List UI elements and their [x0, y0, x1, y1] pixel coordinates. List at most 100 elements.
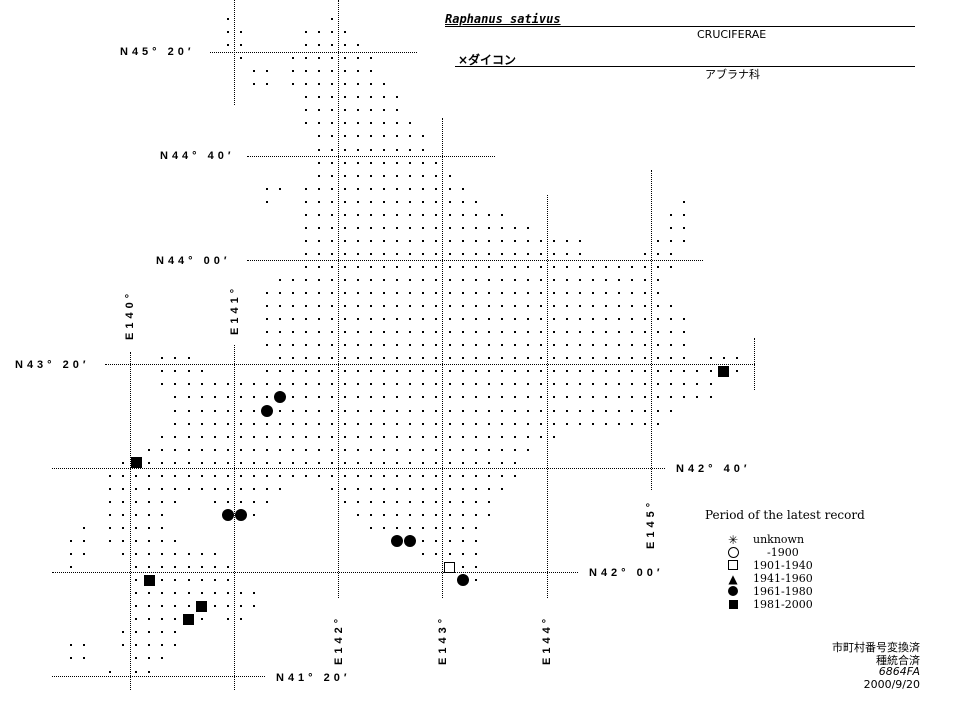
grid-dot: [605, 396, 608, 399]
grid-dot: [487, 239, 490, 242]
latitude-line: [247, 156, 495, 157]
grid-dot: [213, 500, 216, 503]
grid-dot: [448, 461, 451, 464]
grid-dot: [422, 148, 425, 151]
grid-dot: [474, 474, 477, 477]
grid-dot: [383, 487, 386, 490]
grid-dot: [383, 213, 386, 216]
grid-dot: [474, 540, 477, 542]
grid-dot: [592, 344, 595, 347]
grid-dot: [579, 252, 581, 255]
grid-dot: [161, 513, 164, 516]
grid-dot: [357, 318, 360, 321]
grid-dot: [304, 187, 307, 190]
grid-dot: [370, 213, 373, 216]
grid-dot: [670, 318, 673, 321]
grid-dot: [174, 383, 177, 386]
grid-dot: [565, 409, 568, 412]
grid-dot: [370, 239, 373, 242]
grid-dot: [605, 331, 608, 334]
grid-dot: [409, 409, 412, 412]
grid-dot: [304, 292, 307, 295]
grid-dot: [383, 396, 386, 399]
grid-dot: [135, 618, 138, 621]
grid-dot: [644, 357, 647, 360]
grid-dot: [135, 474, 138, 477]
grid-dot: [409, 331, 412, 334]
open-circle-icon: [727, 547, 739, 559]
grid-dot: [461, 187, 464, 190]
grid-dot: [370, 109, 373, 112]
grid-dot: [631, 357, 634, 360]
grid-dot: [396, 200, 399, 203]
grid-dot: [370, 500, 373, 503]
grid-dot: [344, 57, 347, 60]
grid-dot: [618, 331, 621, 334]
grid-dot: [344, 252, 347, 255]
grid-dot: [370, 292, 373, 295]
grid-dot: [304, 383, 307, 386]
grid-dot: [487, 213, 490, 216]
grid-dot: [579, 422, 581, 425]
grid-dot: [109, 487, 112, 490]
grid-dot: [148, 605, 151, 608]
grid-dot: [396, 344, 399, 347]
grid-dot: [383, 474, 386, 477]
grid-dot: [213, 553, 216, 556]
grid-dot: [422, 318, 425, 321]
grid-dot: [70, 644, 73, 647]
grid-dot: [135, 605, 138, 608]
grid-dot: [226, 592, 229, 595]
grid-dot: [331, 252, 334, 255]
grid-dot: [552, 422, 555, 425]
grid-dot: [83, 553, 86, 556]
grid-dot: [396, 370, 399, 373]
grid-dot: [291, 292, 294, 295]
grid-dot: [383, 500, 386, 503]
note-date: 2000/9/20: [863, 678, 920, 691]
grid-dot: [683, 344, 686, 347]
grid-dot: [539, 318, 542, 321]
longitude-label: E144°: [541, 614, 553, 665]
grid-dot: [265, 422, 268, 425]
grid-dot: [331, 187, 334, 190]
grid-dot: [487, 383, 490, 386]
grid-dot: [344, 44, 347, 47]
grid-dot: [304, 331, 307, 334]
grid-dot: [304, 461, 307, 464]
grid-dot: [461, 239, 464, 242]
grid-dot: [331, 396, 334, 399]
grid-dot: [383, 357, 386, 360]
latitude-line: [52, 468, 665, 469]
grid-dot: [722, 357, 725, 360]
grid-dot: [331, 357, 334, 360]
grid-dot: [500, 357, 503, 360]
grid-dot: [526, 252, 529, 255]
grid-dot: [526, 357, 529, 360]
grid-dot: [383, 422, 386, 425]
grid-dot: [670, 213, 673, 216]
grid-dot: [592, 409, 595, 412]
grid-dot: [239, 474, 242, 477]
grid-dot: [552, 252, 555, 255]
grid-dot: [383, 96, 386, 99]
grid-dot: [357, 435, 360, 438]
grid-dot: [422, 265, 425, 268]
grid-dot: [239, 44, 242, 47]
grid-dot: [252, 461, 255, 464]
grid-dot: [383, 370, 386, 373]
grid-dot: [513, 239, 516, 242]
grid-dot: [304, 70, 307, 73]
grid-dot: [357, 279, 360, 281]
grid-dot: [618, 318, 621, 321]
grid-dot: [278, 474, 281, 477]
grid-dot: [135, 500, 138, 503]
grid-dot: [213, 592, 216, 595]
grid-dot: [644, 370, 647, 373]
grid-dot: [448, 305, 451, 308]
grid-dot: [344, 461, 347, 464]
grid-dot: [174, 605, 177, 608]
grid-dot: [448, 513, 451, 516]
grid-dot: [174, 370, 177, 373]
grid-dot: [618, 383, 621, 386]
